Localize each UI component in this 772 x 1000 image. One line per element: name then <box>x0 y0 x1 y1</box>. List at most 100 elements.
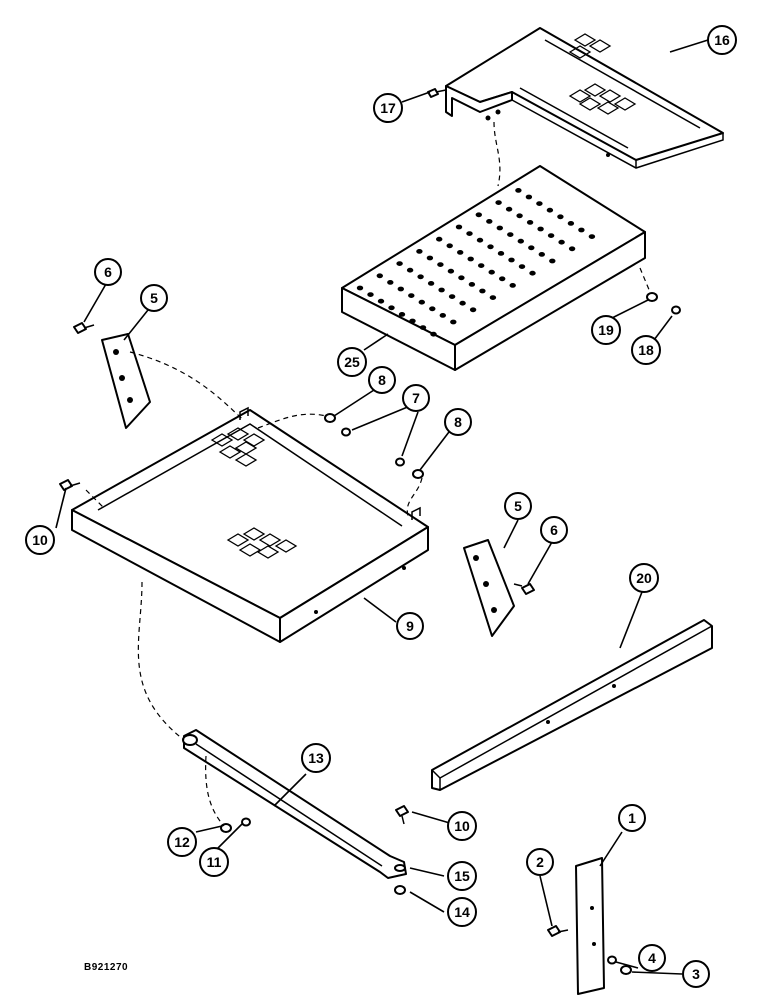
hole <box>439 313 446 318</box>
hole <box>396 261 403 266</box>
svg-text:7: 7 <box>412 390 420 406</box>
callout-5-lower: 5 <box>504 492 532 520</box>
hole <box>509 283 516 288</box>
svg-text:14: 14 <box>454 904 470 920</box>
hole <box>457 250 464 255</box>
hole <box>525 194 533 200</box>
svg-text:10: 10 <box>454 818 470 834</box>
hole <box>526 220 534 225</box>
callout-16: 16 <box>707 25 737 55</box>
hole <box>529 270 536 276</box>
hole <box>546 207 554 213</box>
plate-1 <box>575 857 605 995</box>
hole <box>528 245 535 251</box>
svg-text:25: 25 <box>344 354 360 370</box>
callout-10-lower: 10 <box>447 811 477 841</box>
hole <box>418 299 425 305</box>
svg-text:5: 5 <box>514 498 522 514</box>
angle-rail-20 <box>431 619 713 791</box>
hole <box>495 200 502 206</box>
perforated-block-25 <box>341 165 646 371</box>
hole <box>458 275 465 281</box>
washer-18 <box>671 305 681 315</box>
svg-text:6: 6 <box>550 522 558 538</box>
callout-13: 13 <box>301 743 331 773</box>
callout-17: 17 <box>373 93 403 123</box>
callout-20: 20 <box>629 563 659 593</box>
bracket-5-lower <box>463 539 515 637</box>
bolt-2 <box>547 925 569 937</box>
leader-lines <box>55 39 709 975</box>
hole <box>417 274 424 280</box>
callout-14: 14 <box>447 897 477 927</box>
hole <box>488 269 495 275</box>
support-arm-13 <box>182 729 407 879</box>
hole <box>537 226 544 232</box>
hole <box>486 219 493 224</box>
hole <box>487 244 494 250</box>
hole <box>429 306 436 312</box>
svg-text:12: 12 <box>174 834 190 850</box>
hole <box>450 319 457 325</box>
svg-text:20: 20 <box>636 570 652 586</box>
hole <box>508 257 515 263</box>
nut-3 <box>620 965 632 975</box>
svg-text:10: 10 <box>32 532 48 548</box>
svg-text:8: 8 <box>378 372 386 388</box>
nut-14 <box>394 885 406 895</box>
svg-text:4: 4 <box>648 950 656 966</box>
nut-8-lower <box>412 469 424 479</box>
hole <box>516 213 523 219</box>
hole <box>466 231 473 237</box>
callout-7: 7 <box>402 384 430 412</box>
hole <box>427 281 435 286</box>
callout-4: 4 <box>638 944 666 972</box>
hole <box>476 237 484 243</box>
hole <box>515 188 522 193</box>
hole <box>479 288 486 294</box>
hole <box>536 201 543 207</box>
nut-8-upper <box>324 413 336 423</box>
hole <box>467 256 474 262</box>
hole <box>376 273 383 279</box>
callout-1: 1 <box>618 804 646 832</box>
callout-3: 3 <box>682 960 710 988</box>
callout-8-upper: 8 <box>368 366 396 394</box>
callout-6-lower: 6 <box>540 516 568 544</box>
hole <box>567 221 575 226</box>
hole <box>459 300 466 306</box>
svg-text:13: 13 <box>308 750 324 766</box>
svg-text:8: 8 <box>454 414 462 430</box>
hole <box>356 285 364 291</box>
hole <box>478 263 485 268</box>
svg-text:19: 19 <box>598 322 614 338</box>
svg-text:5: 5 <box>150 290 158 306</box>
hole <box>496 225 503 231</box>
hole <box>416 249 423 254</box>
svg-text:6: 6 <box>104 264 112 280</box>
hole <box>377 298 385 304</box>
hole <box>437 262 444 267</box>
bracket-5-upper <box>101 333 151 429</box>
callout-15: 15 <box>447 861 477 891</box>
bolt-6-upper <box>73 322 95 334</box>
bolt-10-left <box>59 479 81 491</box>
drawing-code: B921270 <box>84 962 129 973</box>
hole <box>438 287 445 293</box>
step-plate-16 <box>445 27 724 169</box>
svg-text:2: 2 <box>536 854 544 870</box>
hole <box>499 276 506 282</box>
hole <box>549 258 556 264</box>
hole <box>388 305 395 311</box>
washer-15 <box>394 864 406 872</box>
svg-text:15: 15 <box>454 868 470 884</box>
step-platform-9 <box>71 406 429 643</box>
hole <box>430 331 437 337</box>
svg-text:18: 18 <box>638 342 654 358</box>
tread-pattern-icon <box>568 33 637 115</box>
hole <box>455 224 463 230</box>
hole <box>469 307 477 313</box>
hole <box>505 206 513 212</box>
nut-12 <box>220 823 232 833</box>
